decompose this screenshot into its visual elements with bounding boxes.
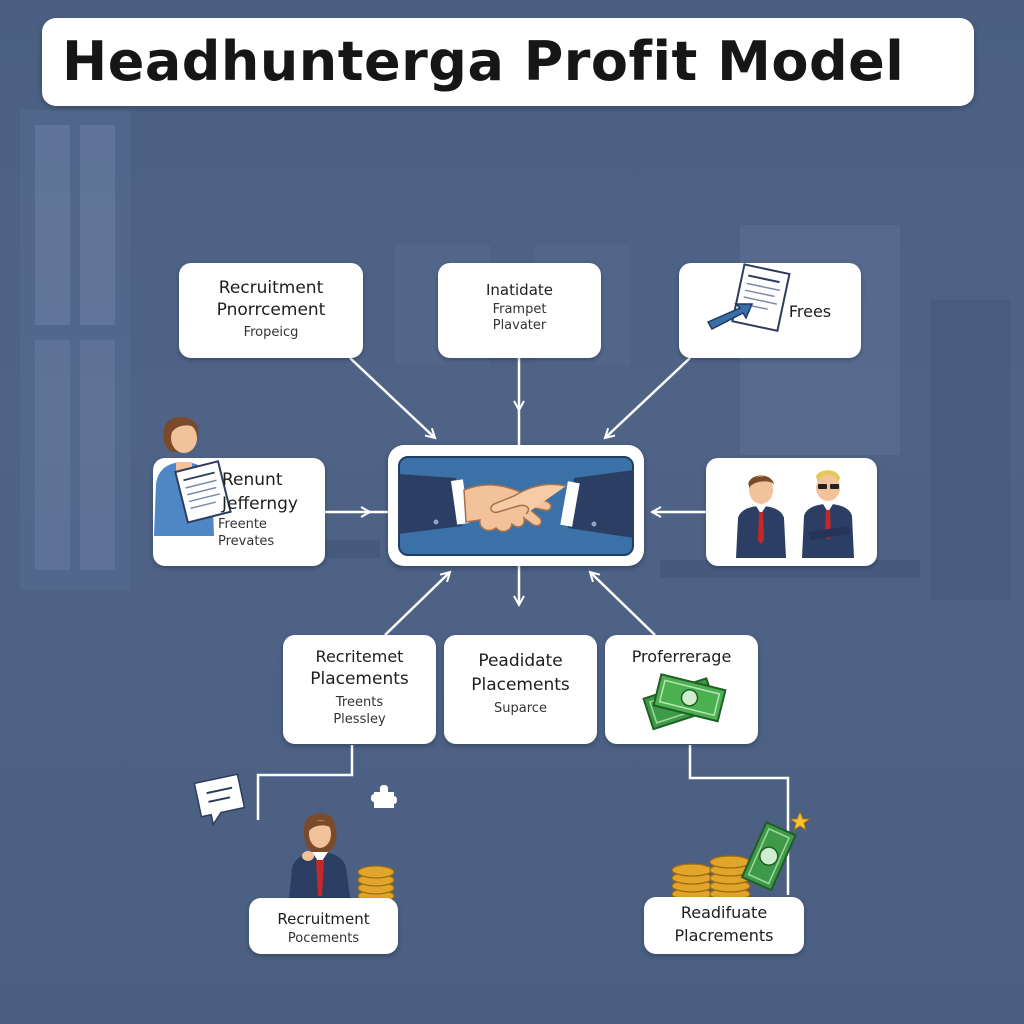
node-recruitment-placements bbox=[283, 635, 436, 744]
node-top-left-sub1: Fropeicg bbox=[243, 325, 299, 340]
node-mid-left-sub2: Prevates bbox=[218, 534, 275, 549]
node-bottom-center-sub1: Suparce bbox=[494, 701, 547, 716]
node-mid-left-line1: Renunt bbox=[222, 470, 283, 490]
node-bottom-center-line2: Placements bbox=[471, 675, 570, 695]
node-recruitment-pocements bbox=[249, 898, 398, 954]
node-readifuate-placrements bbox=[644, 897, 804, 954]
node-candidate-placements bbox=[444, 635, 597, 744]
recruiter-woman-icon bbox=[288, 813, 395, 910]
puzzle-icon bbox=[371, 785, 397, 808]
page-title: Headhunterga Profit Model bbox=[62, 30, 905, 93]
node-leaf-right-line2: Placrements bbox=[674, 926, 774, 945]
node-leaf-left-line1: Recruitment bbox=[277, 910, 370, 928]
node-top-right-label: Frees bbox=[788, 302, 832, 321]
arrow-bottom-right bbox=[590, 572, 656, 636]
node-top-center-sub1: Frampet bbox=[492, 302, 547, 317]
node-top-center-sub2: Plavater bbox=[492, 318, 547, 333]
node-bottom-left-sub2: Plessley bbox=[333, 712, 386, 727]
handshake-icon bbox=[398, 470, 634, 538]
arrow-top-right bbox=[605, 357, 691, 438]
line-leaf-left bbox=[256, 745, 354, 820]
node-bottom-center-line1: Peadidate bbox=[478, 651, 563, 671]
arrow-bottom-left bbox=[384, 572, 450, 636]
node-bottom-left-line2: Placements bbox=[310, 669, 409, 689]
node-top-center-line1: Inatidate bbox=[486, 281, 553, 299]
node-bottom-left-sub1: Treents bbox=[335, 695, 384, 710]
node-mid-left-sub1: Freente bbox=[218, 517, 267, 532]
node-bottom-right-line1: Proferrerage bbox=[631, 647, 732, 666]
node-leaf-left-sub1: Pocements bbox=[287, 931, 360, 946]
arrow-top-left bbox=[349, 357, 435, 438]
node-recruitment-procurement bbox=[179, 263, 363, 358]
title-banner bbox=[42, 18, 974, 106]
node-mid-left-line2: Jefferngy bbox=[222, 494, 298, 514]
star-icon bbox=[788, 810, 812, 831]
node-bottom-left-line1: Recritemet bbox=[315, 647, 404, 666]
businessmen-icon bbox=[736, 470, 854, 558]
node-top-left-line2: Pnorrcement bbox=[216, 300, 326, 320]
coins-icon bbox=[671, 810, 812, 901]
money-icon bbox=[642, 673, 727, 731]
node-candidate bbox=[438, 263, 601, 358]
recruiter-icon bbox=[154, 416, 232, 536]
node-leaf-right-line1: Readifuate bbox=[680, 903, 768, 922]
chat-bubble-icon bbox=[193, 773, 246, 827]
node-top-left-line1: Recruitment bbox=[218, 278, 324, 298]
document-icon bbox=[706, 263, 791, 332]
